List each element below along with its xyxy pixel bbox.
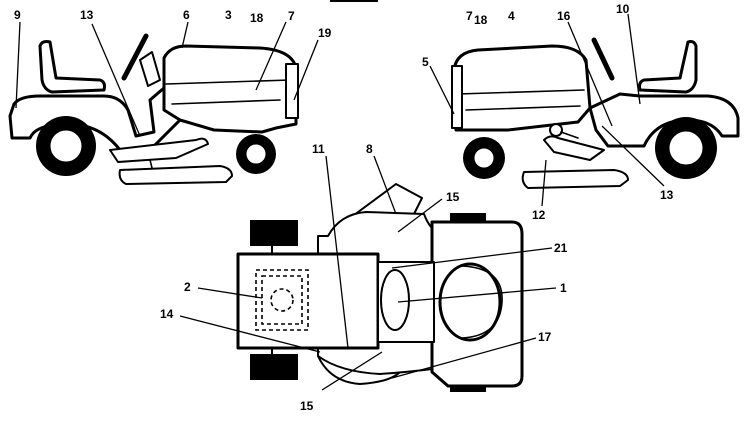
rear-wheel-hub xyxy=(49,129,83,163)
callout-3: 3 xyxy=(225,8,232,22)
front-wheel-top xyxy=(450,213,486,223)
callout-1: 1 xyxy=(560,281,567,295)
hood xyxy=(162,44,298,134)
callout-7: 7 xyxy=(466,9,473,23)
callout-8: 8 xyxy=(366,142,373,156)
hood-vent xyxy=(171,99,281,105)
front-grille xyxy=(451,65,463,129)
callout-18: 18 xyxy=(250,11,264,25)
steering-wheel xyxy=(121,33,149,81)
callout-2: 2 xyxy=(184,280,191,294)
hood-vent xyxy=(465,105,581,111)
hood-seam xyxy=(165,79,291,85)
rear-wheel-top xyxy=(250,220,298,246)
callout-5: 5 xyxy=(422,55,429,69)
rear-wheel-bottom xyxy=(250,354,298,380)
seat xyxy=(638,40,698,94)
callout-10: 10 xyxy=(616,2,630,16)
front-wheel-hub xyxy=(473,147,495,169)
callout-21: 21 xyxy=(554,241,568,255)
tractor-right-side-view xyxy=(451,37,740,189)
steering-wheel xyxy=(591,37,615,81)
steering-column-top xyxy=(380,269,410,331)
callout-9: 9 xyxy=(14,8,21,22)
footrest xyxy=(109,137,209,163)
hood xyxy=(452,44,592,132)
deck-hanger xyxy=(149,159,153,169)
key-shaft xyxy=(560,131,579,139)
callout-13: 13 xyxy=(660,188,674,202)
seat-mount-circle xyxy=(270,288,294,312)
callout-14: 14 xyxy=(160,307,174,321)
tractor-top-view xyxy=(236,183,524,392)
rear-body xyxy=(236,252,380,350)
mower-deck xyxy=(118,165,233,185)
mower-deck xyxy=(521,169,629,189)
callout-19: 19 xyxy=(318,26,332,40)
right-view-leaders xyxy=(429,13,665,207)
callout-7: 7 xyxy=(288,9,295,23)
callout-17: 17 xyxy=(538,330,552,344)
ignition-key-icon xyxy=(549,123,563,137)
callout-18-right: 18 xyxy=(474,13,488,27)
left-view-leaders xyxy=(15,21,319,137)
front-wheel-hub xyxy=(245,143,267,165)
callout-12: 12 xyxy=(532,208,546,222)
callout-labels: 9 13 6 3 18 7 19 7 18 4 16 10 5 12 13 11… xyxy=(14,2,674,413)
tractor-left-side-view xyxy=(8,33,299,185)
rear-fender xyxy=(588,92,740,148)
seat xyxy=(38,40,106,94)
callout-15: 15 xyxy=(446,190,460,204)
callout-6: 6 xyxy=(183,8,190,22)
callout-11: 11 xyxy=(312,142,325,156)
rear-wheel-hub xyxy=(668,130,704,166)
fuel-cap-area xyxy=(438,262,502,342)
steering-column xyxy=(139,51,161,87)
callout-4: 4 xyxy=(508,9,515,23)
front-grille xyxy=(285,63,299,119)
callout-13: 13 xyxy=(80,8,94,22)
callout-16: 16 xyxy=(557,9,571,23)
top-view-leaders xyxy=(179,155,557,391)
callout-15: 15 xyxy=(300,399,314,413)
hood-seam xyxy=(457,89,585,95)
footrest xyxy=(543,135,605,161)
